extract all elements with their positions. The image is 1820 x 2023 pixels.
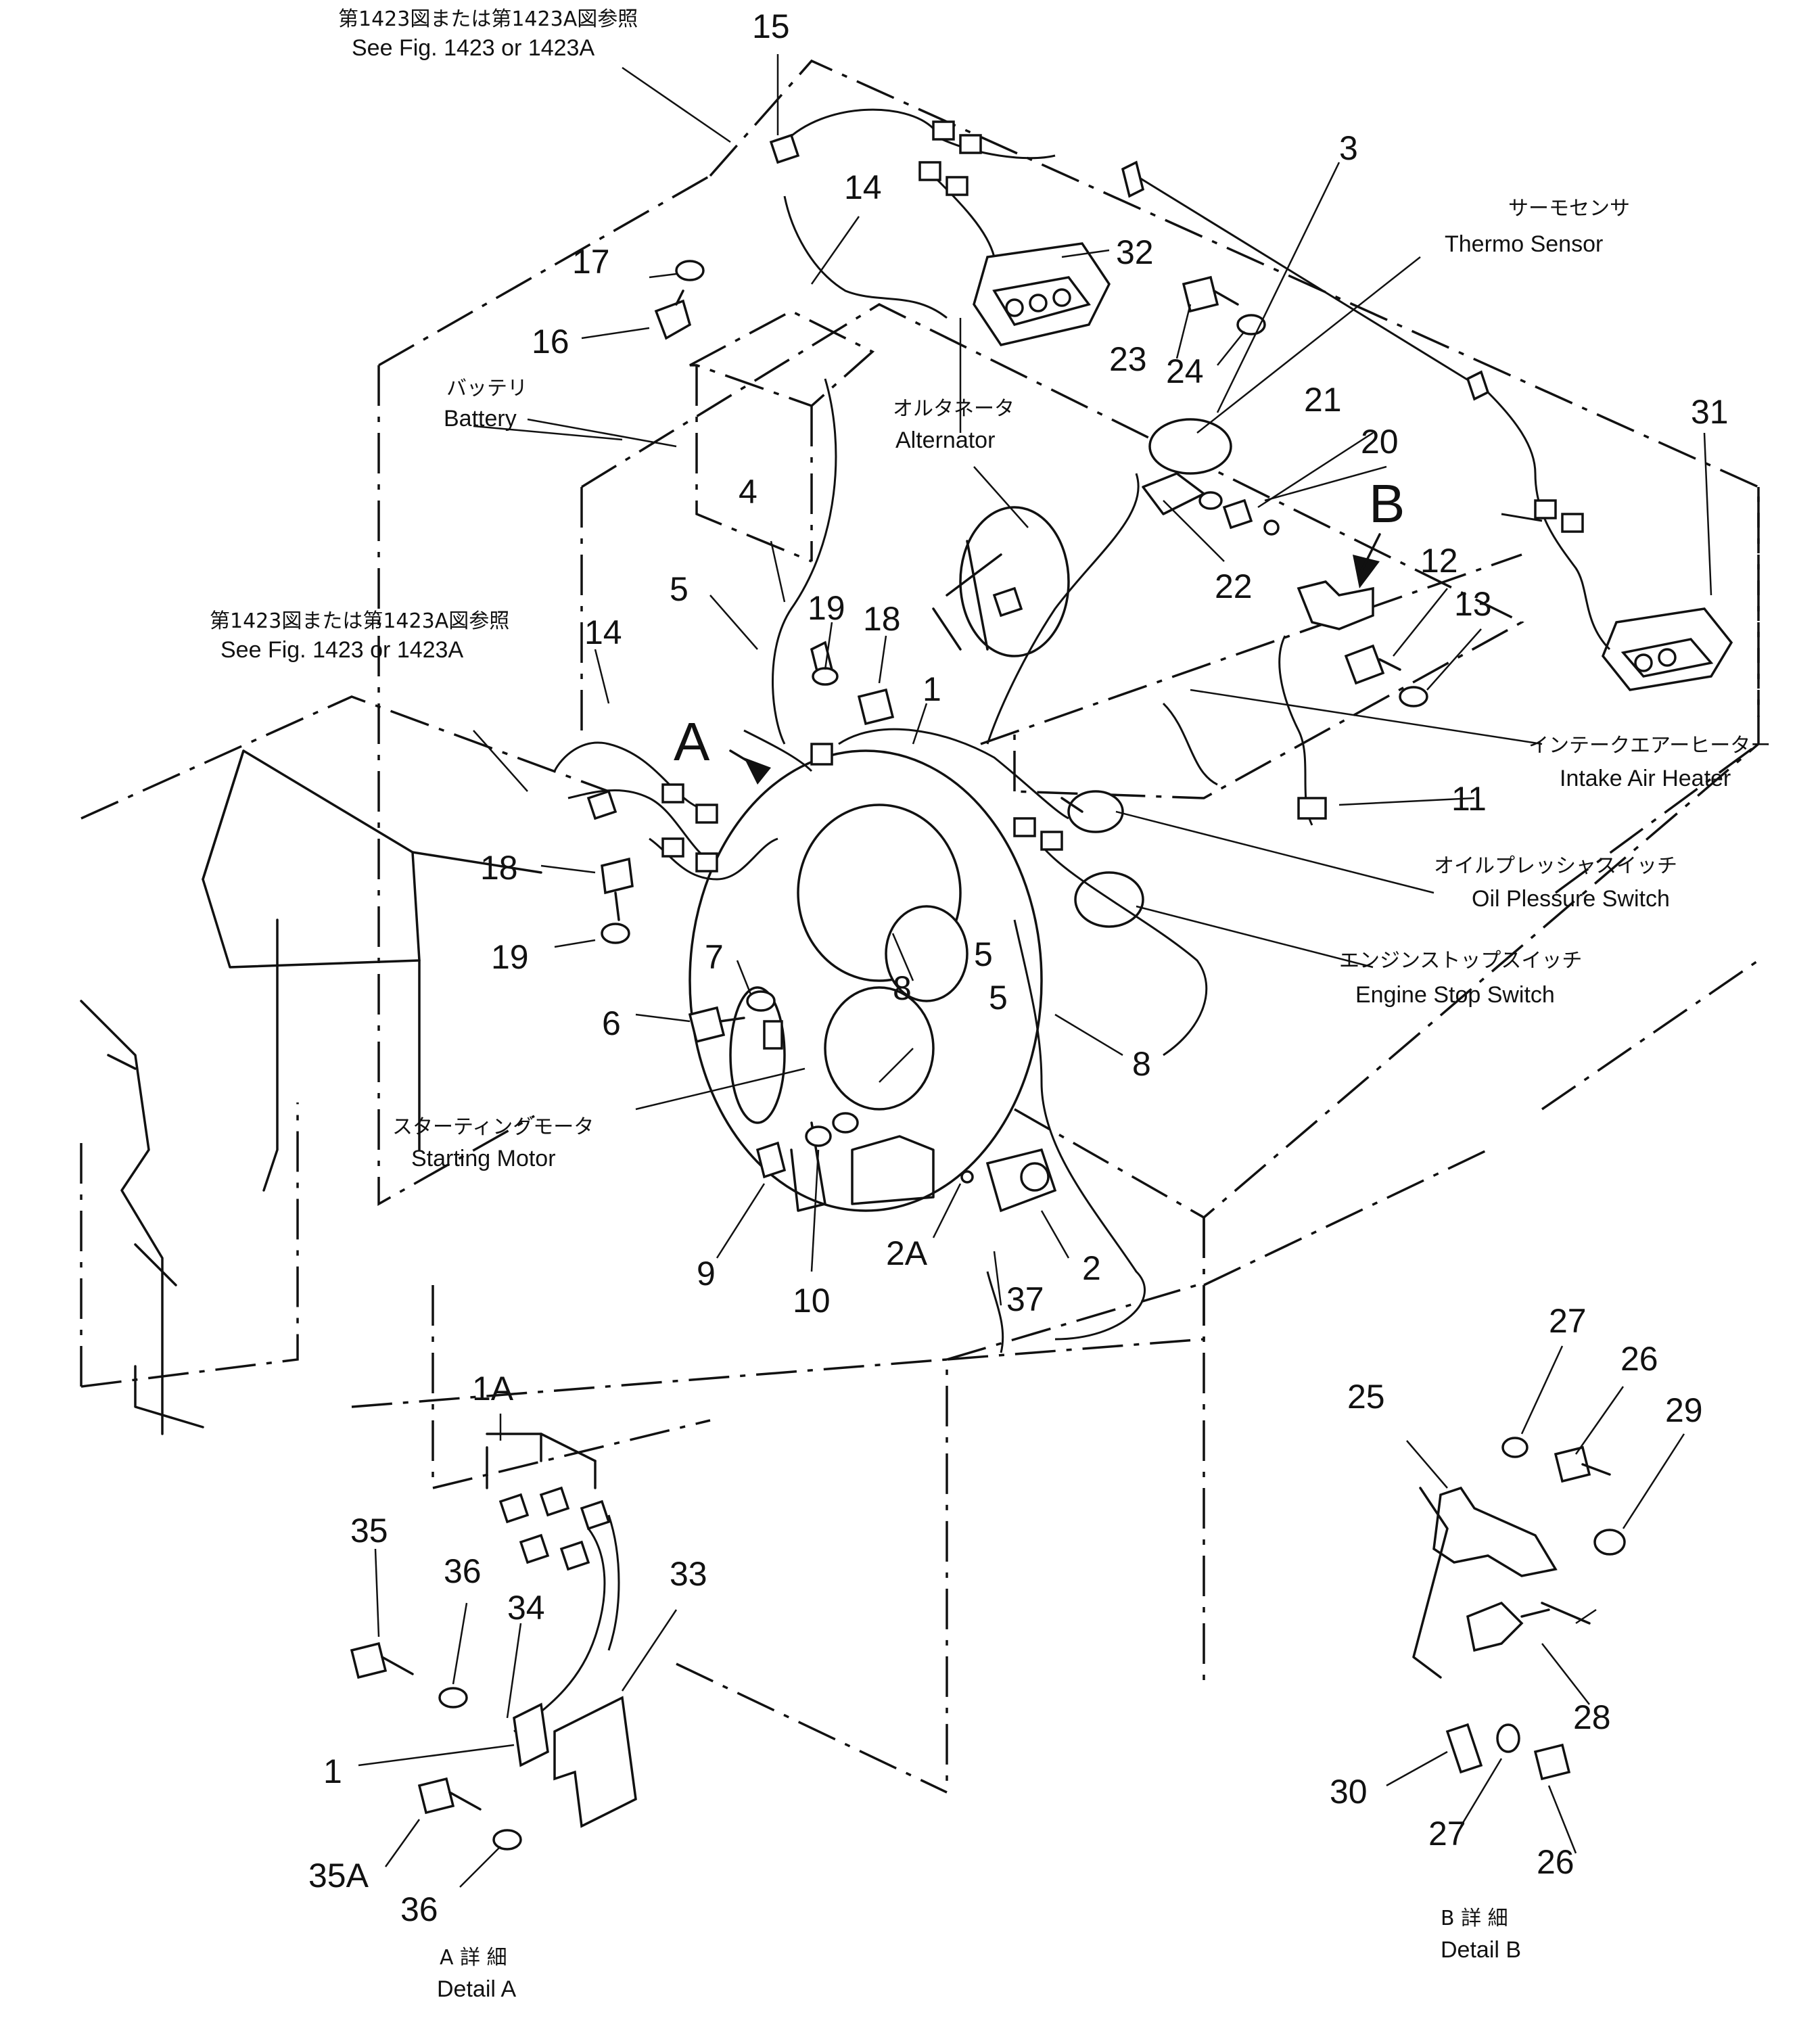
callout-37: 37 — [1006, 1280, 1044, 1318]
callout-9: 9 — [697, 1255, 716, 1293]
callout-1A: 1A — [472, 1370, 514, 1408]
callout-28: 28 — [1573, 1698, 1611, 1736]
connector-box-31 — [1601, 607, 1733, 691]
callout-32: 32 — [1116, 233, 1154, 271]
see-fig-left-en: See Fig. 1423 or 1423A — [220, 637, 463, 663]
callout-6: 6 — [602, 1004, 621, 1042]
callout-30: 30 — [1330, 1773, 1368, 1811]
operator-seat-outline — [80, 749, 542, 1435]
callout-23: 23 — [1109, 340, 1147, 378]
callout-36-bottom: 36 — [400, 1890, 438, 1928]
callout-7: 7 — [705, 938, 724, 976]
callout-1: 1 — [923, 670, 941, 708]
intake-air-heater-ja: インテークエアーヒーター — [1529, 734, 1771, 758]
callout-35: 35 — [350, 1512, 388, 1550]
starting-motor — [689, 749, 1043, 1212]
thermo-sensor-ja: サーモセンサ — [1508, 197, 1630, 220]
callout-4: 4 — [739, 473, 757, 511]
view-label-A: A — [674, 712, 710, 772]
oil-pressure-switch — [1060, 790, 1124, 833]
callout-14-left: 14 — [584, 613, 622, 651]
detail-b-ja: B 詳 細 — [1441, 1907, 1508, 1930]
component-labels: 第1423図または第1423A図参照 See Fig. 1423 or 1423… — [210, 7, 1771, 2002]
engine-stop-switch-en: Engine Stop Switch — [1355, 982, 1555, 1008]
callout-16: 16 — [532, 323, 569, 361]
callout-2A: 2A — [886, 1234, 928, 1272]
leader-lines — [358, 54, 1712, 1888]
callout-15: 15 — [752, 7, 790, 45]
see-fig-left-ja: 第1423図または第1423A図参照 — [210, 609, 509, 633]
callout-5-mid: 5 — [974, 935, 993, 973]
callout-1-detail-a: 1 — [323, 1752, 342, 1790]
callout-27-bottom: 27 — [1428, 1815, 1466, 1853]
oil-pressure-switch-ja: オイルプレッシャスイッチ — [1434, 854, 1677, 878]
detail-b-drawing — [1412, 1437, 1626, 1781]
callout-8-center: 8 — [893, 969, 912, 1007]
detail-b-en: Detail B — [1441, 1937, 1521, 1963]
callout-31: 31 — [1691, 393, 1729, 431]
callout-19-top: 19 — [808, 589, 845, 627]
machine-outline — [80, 59, 1760, 1794]
callout-numbers: 15 14 3 32 17 16 23 24 21 20 31 B 22 12 … — [308, 7, 1729, 1928]
callout-36-top: 36 — [444, 1552, 482, 1590]
detail-a-en: Detail A — [437, 1976, 516, 2002]
callout-26-top: 26 — [1620, 1340, 1658, 1378]
starting-motor-ja: スターティングモータ — [392, 1115, 594, 1139]
alternator-ja: オルタネータ — [893, 397, 1014, 421]
callout-18-top: 18 — [863, 600, 901, 638]
starting-motor-en: Starting Motor — [411, 1146, 556, 1171]
callout-33: 33 — [670, 1555, 707, 1593]
callout-18-left: 18 — [480, 849, 518, 887]
connector-box-32 — [973, 242, 1111, 346]
callout-22: 22 — [1215, 567, 1253, 605]
callout-29: 29 — [1665, 1391, 1703, 1429]
see-fig-top-ja: 第1423図または第1423A図参照 — [338, 7, 638, 31]
callout-10: 10 — [793, 1282, 831, 1320]
thermo-sensor-en: Thermo Sensor — [1445, 231, 1603, 257]
alternator-en: Alternator — [895, 427, 995, 453]
callout-19-left: 19 — [491, 938, 529, 976]
detail-a-ja: A 詳 細 — [440, 1946, 507, 1970]
callout-11: 11 — [1451, 780, 1487, 818]
callout-34: 34 — [507, 1589, 545, 1627]
oil-pressure-switch-en: Oil Plessure Switch — [1472, 886, 1670, 912]
callout-8-right: 8 — [1132, 1045, 1151, 1083]
callout-25: 25 — [1347, 1378, 1385, 1416]
callout-17: 17 — [572, 243, 610, 281]
relay-2 — [985, 1148, 1057, 1213]
callout-12: 12 — [1420, 542, 1458, 580]
see-fig-top-en: See Fig. 1423 or 1423A — [352, 35, 594, 61]
battery-en: Battery — [444, 406, 517, 432]
alternator — [932, 506, 1070, 657]
callout-26-bottom: 26 — [1537, 1843, 1574, 1881]
detail-a-drawing — [350, 1433, 637, 1851]
callout-24: 24 — [1166, 352, 1204, 390]
callout-35A: 35A — [308, 1857, 369, 1894]
callout-3: 3 — [1339, 129, 1358, 167]
callout-5-low: 5 — [989, 979, 1008, 1017]
callout-5-top: 5 — [670, 570, 689, 608]
view-label-B: B — [1369, 473, 1405, 534]
battery-ja: バッテリ — [446, 377, 528, 400]
view-arrows — [729, 533, 1381, 785]
engine-stop-switch-ja: エンジンストップスイッチ — [1339, 949, 1582, 973]
callout-27-top: 27 — [1549, 1302, 1587, 1340]
callout-2: 2 — [1082, 1249, 1101, 1287]
connectors — [586, 120, 1584, 1050]
callout-21: 21 — [1304, 381, 1342, 419]
callout-20: 20 — [1361, 423, 1399, 461]
fasteners — [601, 260, 1428, 1184]
callout-14-top: 14 — [844, 168, 882, 206]
callout-13: 13 — [1454, 585, 1492, 623]
intake-air-heater-en: Intake Air Heater — [1560, 766, 1731, 791]
